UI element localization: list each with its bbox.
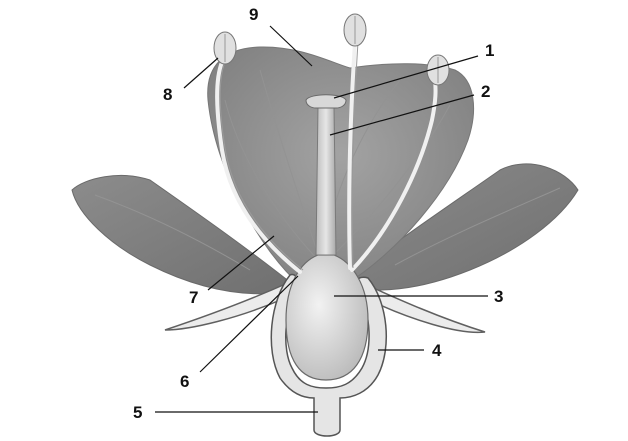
label-3: 3 <box>494 288 503 305</box>
label-5: 5 <box>133 404 142 421</box>
label-4: 4 <box>432 342 441 359</box>
label-9: 9 <box>249 6 258 23</box>
label-1: 1 <box>485 42 494 59</box>
ovary <box>286 255 368 380</box>
label-8: 8 <box>163 86 172 103</box>
label-6: 6 <box>180 373 189 390</box>
label-2: 2 <box>481 83 490 100</box>
label-7: 7 <box>189 289 198 306</box>
style <box>316 106 336 255</box>
